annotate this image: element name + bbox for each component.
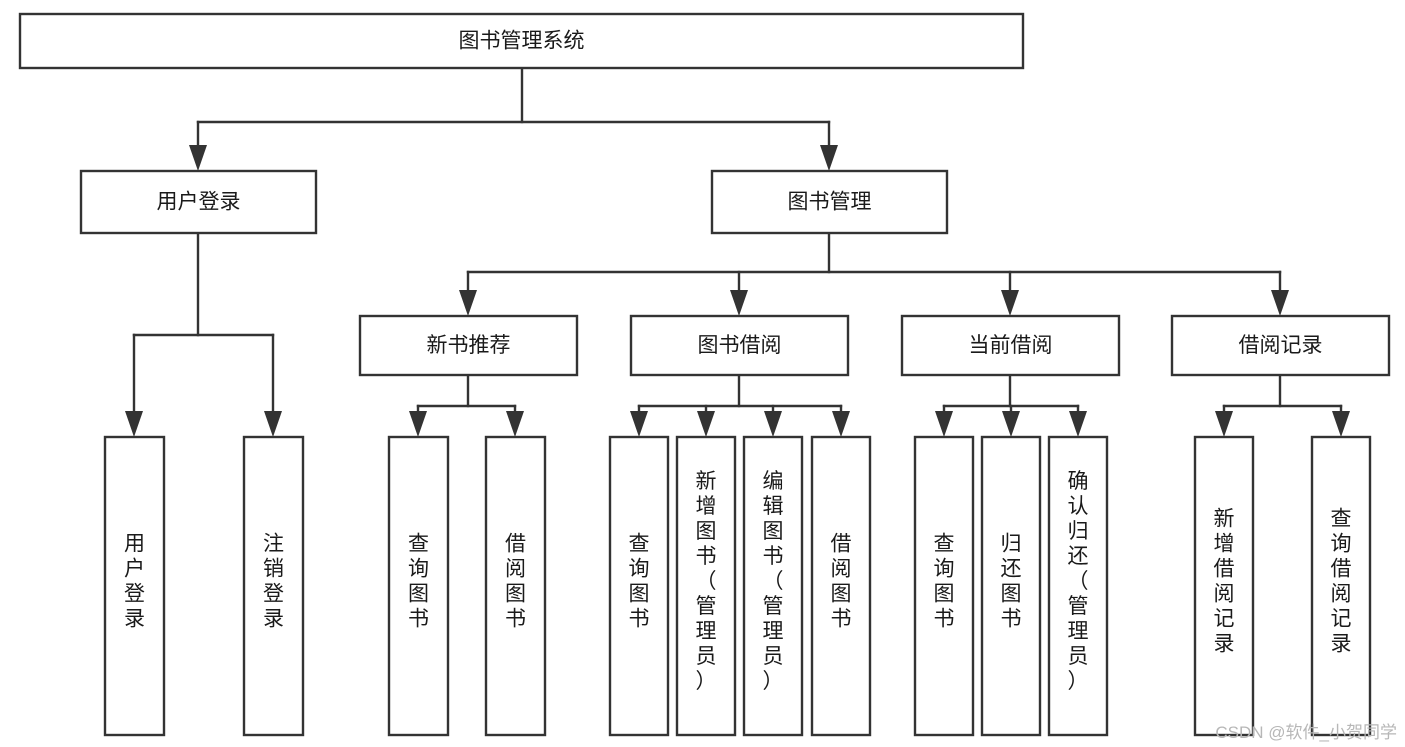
arrow-head-icon <box>459 290 477 316</box>
node-leaf-return-book[interactable]: 归还图书 <box>980 435 1042 737</box>
arrow-head-icon <box>506 411 524 437</box>
node-box-leaf-add-record[interactable] <box>1193 435 1255 737</box>
node-label-leaf-query-book-rec: 查询图书 <box>408 533 429 631</box>
node-book-borrow[interactable]: 图书借阅 <box>629 314 850 377</box>
arrow-head-icon <box>1002 411 1020 437</box>
node-box-leaf-add-book[interactable] <box>675 435 737 737</box>
node-box-book-manage[interactable] <box>710 169 949 235</box>
node-leaf-add-book[interactable]: 新增图书（管理员） <box>675 435 737 737</box>
node-book-manage[interactable]: 图书管理 <box>710 169 949 235</box>
node-label-book-manage: 图书管理 <box>788 191 872 214</box>
node-label-leaf-add-record: 新增借阅记录 <box>1214 508 1235 656</box>
node-box-leaf-confirm-return[interactable] <box>1047 435 1109 737</box>
node-box-leaf-query-book[interactable] <box>608 435 670 737</box>
node-label-leaf-borrow-book-rec: 借阅图书 <box>505 533 526 631</box>
arrow-head-icon <box>264 411 282 437</box>
arrow-head-icon <box>409 411 427 437</box>
node-box-current-borrow[interactable] <box>900 314 1121 377</box>
node-label-new-book-rec: 新书推荐 <box>427 334 511 357</box>
node-leaf-query-record[interactable]: 查询借阅记录 <box>1310 435 1372 737</box>
node-user-login[interactable]: 用户登录 <box>79 169 318 235</box>
node-box-user-login[interactable] <box>79 169 318 235</box>
node-leaf-edit-book[interactable]: 编辑图书（管理员） <box>742 435 804 737</box>
node-leaf-user-logout[interactable]: 注销登录 <box>242 435 305 737</box>
arrow-head-icon <box>125 411 143 437</box>
node-leaf-query-book-cur[interactable]: 查询图书 <box>913 435 975 737</box>
node-label-leaf-user-logout: 注销登录 <box>263 533 284 631</box>
node-new-book-rec[interactable]: 新书推荐 <box>358 314 579 377</box>
node-box-leaf-borrow-book[interactable] <box>810 435 872 737</box>
node-label-root: 图书管理系统 <box>459 30 585 53</box>
node-label-user-login: 用户登录 <box>157 191 241 214</box>
node-box-borrow-record[interactable] <box>1170 314 1391 377</box>
arrow-head-icon <box>820 145 838 171</box>
node-label-book-borrow: 图书借阅 <box>698 334 782 357</box>
node-box-leaf-query-book-rec[interactable] <box>387 435 450 737</box>
node-leaf-query-book-rec[interactable]: 查询图书 <box>387 435 450 737</box>
node-borrow-record[interactable]: 借阅记录 <box>1170 314 1391 377</box>
node-label-leaf-query-record: 查询借阅记录 <box>1331 508 1352 656</box>
node-box-book-borrow[interactable] <box>629 314 850 377</box>
node-box-leaf-user-logout[interactable] <box>242 435 305 737</box>
node-current-borrow[interactable]: 当前借阅 <box>900 314 1121 377</box>
node-leaf-query-book[interactable]: 查询图书 <box>608 435 670 737</box>
node-box-root[interactable] <box>18 12 1025 70</box>
arrow-head-icon <box>764 411 782 437</box>
node-box-leaf-query-record[interactable] <box>1310 435 1372 737</box>
node-box-leaf-return-book[interactable] <box>980 435 1042 737</box>
node-leaf-add-record[interactable]: 新增借阅记录 <box>1193 435 1255 737</box>
node-leaf-borrow-book[interactable]: 借阅图书 <box>810 435 872 737</box>
arrow-head-icon <box>1271 290 1289 316</box>
node-box-new-book-rec[interactable] <box>358 314 579 377</box>
node-box-leaf-borrow-book-rec[interactable] <box>484 435 547 737</box>
node-leaf-user-login[interactable]: 用户登录 <box>103 435 166 737</box>
node-label-leaf-confirm-return: 确认归还（管理员） <box>1068 470 1089 693</box>
connector-group-root <box>189 66 838 171</box>
node-box-leaf-user-login[interactable] <box>103 435 166 737</box>
nodes-layer: 图书管理系统用户登录图书管理新书推荐图书借阅当前借阅借阅记录用户登录注销登录查询… <box>18 12 1391 737</box>
arrow-head-icon <box>1069 411 1087 437</box>
connectors-layer <box>125 66 1350 437</box>
arrow-head-icon <box>189 145 207 171</box>
node-root[interactable]: 图书管理系统 <box>18 12 1025 70</box>
arrow-head-icon <box>832 411 850 437</box>
connector-group-user-login <box>125 231 282 437</box>
node-box-leaf-query-book-cur[interactable] <box>913 435 975 737</box>
node-leaf-borrow-book-rec[interactable]: 借阅图书 <box>484 435 547 737</box>
connector-group-book-manage <box>459 231 1289 316</box>
node-leaf-confirm-return[interactable]: 确认归还（管理员） <box>1047 435 1109 737</box>
node-label-leaf-user-login: 用户登录 <box>124 533 145 631</box>
node-label-leaf-query-book: 查询图书 <box>629 533 650 631</box>
node-label-leaf-borrow-book: 借阅图书 <box>831 533 852 631</box>
connector-group-book-borrow <box>630 373 850 437</box>
arrow-head-icon <box>1332 411 1350 437</box>
node-label-leaf-edit-book: 编辑图书（管理员） <box>763 470 784 693</box>
arrow-head-icon <box>730 290 748 316</box>
node-label-leaf-return-book: 归还图书 <box>1001 533 1022 631</box>
node-label-current-borrow: 当前借阅 <box>969 334 1053 357</box>
node-label-borrow-record: 借阅记录 <box>1239 334 1323 357</box>
arrow-head-icon <box>1001 290 1019 316</box>
connector-group-current-borrow <box>935 373 1087 437</box>
node-label-leaf-query-book-cur: 查询图书 <box>934 533 955 631</box>
node-label-leaf-add-book: 新增图书（管理员） <box>696 470 717 693</box>
connector-group-new-book-rec <box>409 373 524 437</box>
arrow-head-icon <box>935 411 953 437</box>
arrow-head-icon <box>630 411 648 437</box>
node-box-leaf-edit-book[interactable] <box>742 435 804 737</box>
arrow-head-icon <box>697 411 715 437</box>
connector-group-borrow-record <box>1215 373 1350 437</box>
arrow-head-icon <box>1215 411 1233 437</box>
